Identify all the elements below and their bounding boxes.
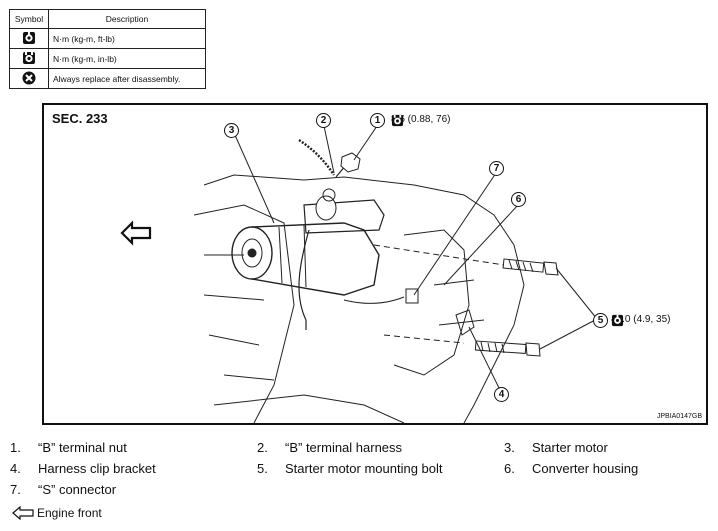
torque-kgm-icon xyxy=(611,314,624,327)
replace-icon xyxy=(22,71,36,84)
legend-row: N·m (kg-m, ft-lb) xyxy=(9,28,206,49)
part-number: 7. xyxy=(10,482,21,497)
part-name: Starter motor xyxy=(532,440,608,455)
legend-header-description: Description xyxy=(48,9,206,29)
engine-front-label: Engine front xyxy=(37,506,102,520)
part-number: 6. xyxy=(504,461,515,476)
engine-front-arrow-icon xyxy=(12,506,34,520)
part-number: 5. xyxy=(257,461,268,476)
starter-motor-illustration xyxy=(120,125,598,423)
symbol-legend-table: Symbol Description N·m (kg-m, ft-lb) N·m… xyxy=(9,9,206,89)
legend-description: N·m (kg-m, in-lb) xyxy=(48,48,206,69)
callout-1: 1 xyxy=(370,113,385,128)
list-item: 1. “B” terminal nut 2. “B” terminal harn… xyxy=(10,440,710,461)
part-name: Harness clip bracket xyxy=(38,461,156,476)
section-label: SEC. 233 xyxy=(52,111,108,126)
callout-3: 3 xyxy=(224,123,239,138)
torque-spec-1: 8.6 (0.88, 76) xyxy=(391,114,451,127)
part-name: Converter housing xyxy=(532,461,639,476)
callout-5: 5 xyxy=(593,313,608,328)
part-number: 1. xyxy=(10,440,21,455)
torque-spec-5: 48.0 (4.9, 35) xyxy=(611,314,671,327)
torque-in-lb-icon xyxy=(23,51,35,64)
torque-value-5: 48.0 (4.9, 35) xyxy=(611,314,671,325)
part-number: 4. xyxy=(10,461,21,476)
part-name: “B” terminal nut xyxy=(38,440,127,455)
parts-list: 1. “B” terminal nut 2. “B” terminal harn… xyxy=(10,440,710,503)
starter-motor-diagram: SEC. 233 3 2 1 8.6 (0.88, 76) 7 6 5 48.0… xyxy=(42,103,708,425)
engine-front-arrow-icon xyxy=(120,220,152,246)
callout-7: 7 xyxy=(489,161,504,176)
part-number: 3. xyxy=(504,440,515,455)
legend-header-symbol: Symbol xyxy=(9,9,49,29)
legend-description: N·m (kg-m, ft-lb) xyxy=(48,28,206,49)
part-number: 2. xyxy=(257,440,268,455)
list-item: 7. “S” connector xyxy=(10,482,710,503)
torque-kgm-icon xyxy=(23,31,35,44)
callout-6: 6 xyxy=(511,192,526,207)
part-name: “B” terminal harness xyxy=(285,440,403,455)
list-item: 4. Harness clip bracket 5. Starter motor… xyxy=(10,461,710,482)
figure-code: JPBIA0147GB xyxy=(656,413,702,420)
legend-row: Always replace after disassembly. xyxy=(9,68,206,89)
torque-value-1: 8.6 (0.88, 76) xyxy=(391,114,451,125)
part-name: Starter motor mounting bolt xyxy=(285,461,443,476)
legend-row: N·m (kg-m, in-lb) xyxy=(9,48,206,69)
engine-front-note: Engine front xyxy=(12,506,102,520)
legend-description: Always replace after disassembly. xyxy=(48,68,206,89)
callout-2: 2 xyxy=(316,113,331,128)
torque-in-lb-icon xyxy=(391,114,404,127)
callout-4: 4 xyxy=(494,387,509,402)
part-name: “S” connector xyxy=(38,482,117,497)
